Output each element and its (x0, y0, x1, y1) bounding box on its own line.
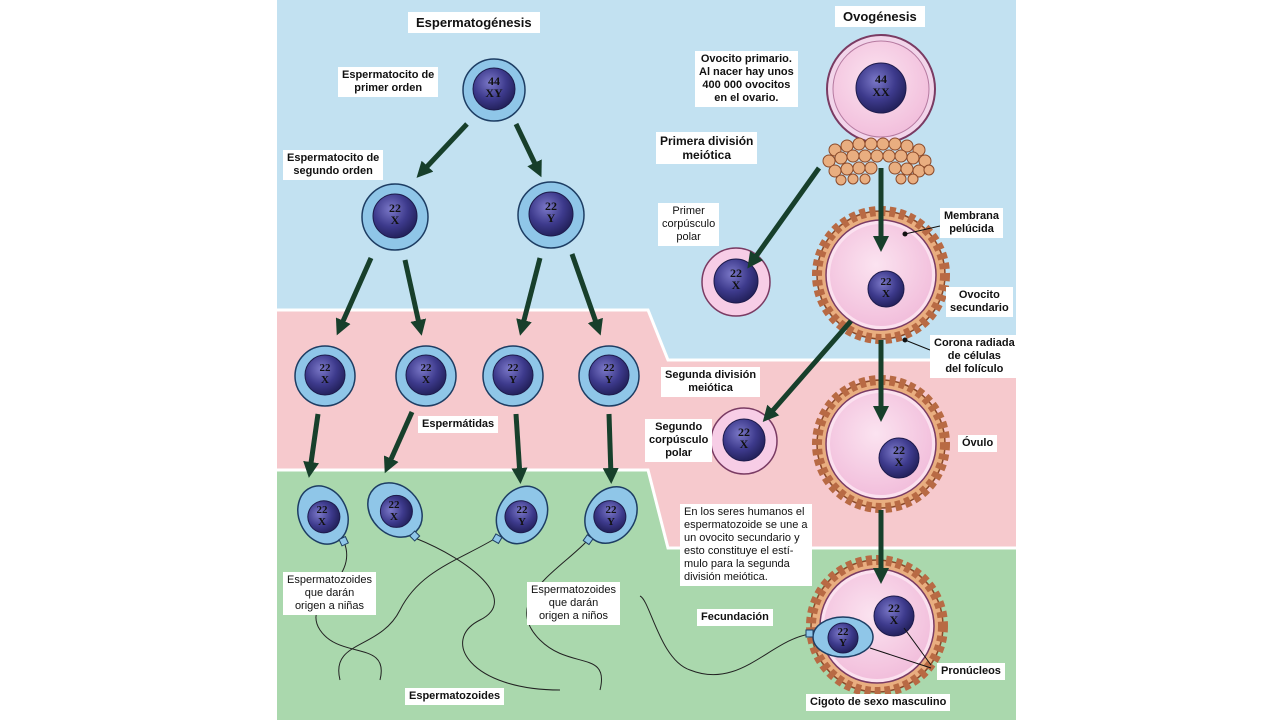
corona-radiata-label: Corona radiada de células del folículo (930, 335, 1019, 378)
ovum-cell: 22 X (812, 375, 950, 513)
svg-text:22: 22 (738, 425, 750, 439)
spermatozoa-label: Espermatozoides (405, 688, 505, 705)
oogenesis-arrows (747, 166, 890, 585)
sperm-3: 22 Y (338, 485, 549, 681)
primary-oocyte-cell: 44 XX (826, 34, 936, 144)
chromosome-count: 22 (545, 199, 557, 213)
svg-text:X: X (318, 516, 326, 528)
zona-pellucida-label: Membrana pelúcida (940, 208, 1004, 238)
svg-text:22: 22 (317, 504, 329, 516)
first-polar-body-cell: 22 X (701, 247, 771, 317)
svg-text:44: 44 (875, 72, 887, 86)
svg-text:22: 22 (606, 504, 618, 516)
zygote-label: Cigoto de sexo masculino (806, 694, 951, 711)
spermatid-2-cell: 22 X (395, 345, 457, 407)
ovum-label: Óvulo (958, 435, 998, 452)
fertilization-note: En los seres humanos el espermatozoide s… (680, 504, 812, 586)
zygote-cell: 22 X 22 Y (639, 555, 948, 697)
svg-text:22: 22 (838, 626, 850, 638)
svg-text:X: X (740, 437, 749, 451)
secondary-oocyte-cell: 22 X (812, 206, 950, 344)
secondary-spermatocyte-x-cell: 22 X (361, 183, 429, 251)
first-division-label: Primera división meiótica (656, 132, 758, 164)
svg-text:22: 22 (421, 362, 433, 374)
chromosome-count: 44 (488, 74, 500, 88)
svg-text:X: X (890, 613, 899, 627)
pointer-lines (869, 225, 941, 669)
sperm-4: 22 Y (526, 486, 638, 691)
sex-chromosomes: XY (485, 86, 503, 100)
svg-text:22: 22 (893, 443, 905, 457)
spermatogenesis-arrows (303, 122, 619, 484)
svg-text:22: 22 (320, 362, 332, 374)
svg-text:22: 22 (888, 601, 900, 615)
svg-text:22: 22 (508, 362, 520, 374)
primary-spermatocyte-cell: 44 XY (462, 58, 526, 122)
spermatogenesis-title: Espermatogénesis (408, 12, 540, 33)
chromosome-count: 22 (389, 201, 401, 215)
svg-text:X: X (422, 374, 430, 386)
oogenesis-title: Ovogénesis (835, 6, 925, 27)
follicle-cells-cluster (822, 137, 935, 186)
svg-text:22: 22 (517, 504, 529, 516)
svg-text:22: 22 (604, 362, 616, 374)
primary-oocyte-label: Ovocito primario. Al nacer hay unos 400 … (695, 51, 798, 107)
svg-text:Y: Y (509, 374, 517, 386)
svg-text:22: 22 (730, 266, 742, 280)
secondary-oocyte-label: Ovocito secundario (946, 287, 1013, 317)
svg-text:X: X (882, 288, 890, 300)
svg-text:Y: Y (607, 516, 615, 528)
svg-text:Y: Y (605, 374, 613, 386)
svg-text:22: 22 (389, 499, 401, 511)
svg-text:X: X (895, 455, 904, 469)
sperm-girls-label: Espermatozoides que darán origen a niñas (283, 572, 376, 615)
svg-text:Y: Y (518, 516, 526, 528)
spermatid-4-cell: 22 Y (578, 345, 640, 407)
spermatid-3-cell: 22 Y (482, 345, 544, 407)
fertilization-label: Fecundación (697, 609, 773, 626)
second-division-label: Segunda división meiótica (661, 367, 761, 397)
svg-text:X: X (732, 278, 741, 292)
first-polar-body-label: Primer corpúsculo polar (658, 203, 720, 246)
sperm-1: 22 X (297, 485, 382, 681)
sperm-2: 22 X (367, 482, 561, 691)
svg-text:XX: XX (872, 85, 890, 99)
secondary-spermatocyte-label: Espermatocito de segundo orden (283, 150, 384, 180)
svg-text:22: 22 (881, 276, 893, 288)
sex-chromosome: X (391, 213, 400, 227)
svg-text:X: X (390, 511, 398, 523)
second-polar-body-cell: 22 X (710, 407, 778, 475)
sperm-boys-label: Espermatozoides que darán origen a niños (527, 582, 620, 625)
svg-text:Y: Y (839, 637, 847, 649)
primary-spermatocyte-label: Espermatocito de primer orden (338, 67, 439, 97)
spermatids-label: Espermátidas (418, 416, 499, 433)
second-polar-body-label: Segundo corpúsculo polar (645, 419, 713, 462)
svg-text:X: X (321, 374, 329, 386)
pronuclei-label: Pronúcleos (937, 663, 1005, 680)
secondary-spermatocyte-y-cell: 22 Y (517, 181, 585, 249)
sex-chromosome: Y (547, 211, 556, 225)
spermatid-1-cell: 22 X (294, 345, 356, 407)
